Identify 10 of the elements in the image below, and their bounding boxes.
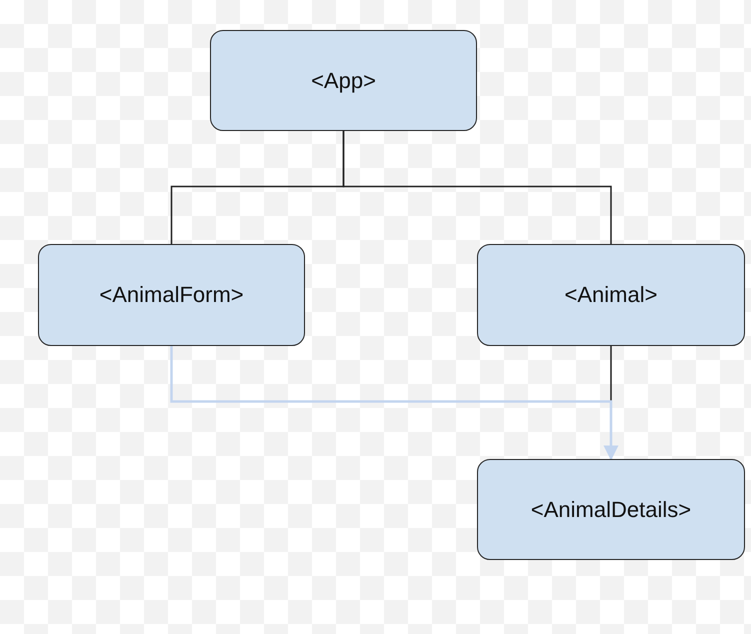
component-name: <AnimalDetails> <box>530 496 692 522</box>
component-name: <App> <box>311 68 376 94</box>
component-box <box>477 459 745 560</box>
component-box <box>38 244 305 346</box>
component-name: <AnimalForm> <box>99 282 244 308</box>
connector-line <box>342 131 612 244</box>
curved-arrow <box>170 346 618 460</box>
component-name: <Animal> <box>564 282 658 308</box>
component-box <box>210 30 477 131</box>
component-box <box>477 244 745 346</box>
